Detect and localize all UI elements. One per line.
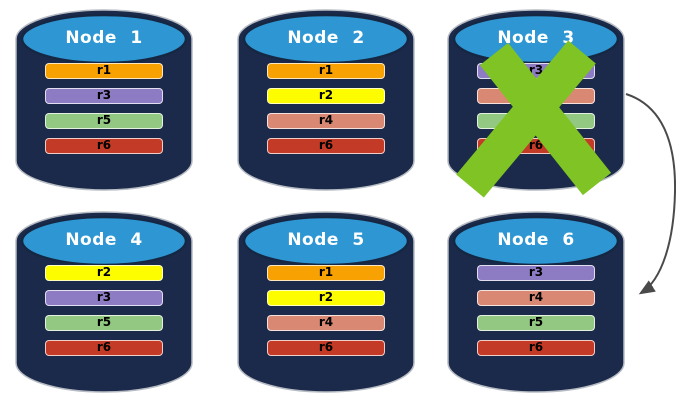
replica-bar-r6: r6 bbox=[267, 340, 385, 356]
replica-list: r1 r3 r5 r6 bbox=[45, 63, 163, 154]
replica-bar-r5: r5 bbox=[477, 315, 595, 331]
db-node-5: Node 5 r1 r2 r4 r6 bbox=[236, 210, 416, 394]
db-node-4: Node 4 r2 r3 r5 r6 bbox=[14, 210, 194, 394]
replica-list: r3 r4 r5 r6 bbox=[477, 63, 595, 154]
replica-bar-r4: r4 bbox=[267, 315, 385, 331]
db-node-2: Node 2 r1 r2 r4 r6 bbox=[236, 8, 416, 192]
replica-list: r3 r4 r5 r6 bbox=[477, 265, 595, 356]
db-node-6: Node 6 r3 r4 r5 r6 bbox=[446, 210, 626, 394]
replica-bar-r5: r5 bbox=[45, 315, 163, 331]
replica-list: r1 r2 r4 r6 bbox=[267, 265, 385, 356]
node-title: Node 5 bbox=[287, 230, 365, 250]
node-title: Node 1 bbox=[65, 28, 143, 48]
node-title: Node 3 bbox=[497, 28, 575, 48]
node-title: Node 4 bbox=[65, 230, 143, 250]
replica-bar-r2: r2 bbox=[267, 88, 385, 104]
replica-bar-r3: r3 bbox=[45, 88, 163, 104]
replica-bar-r4: r4 bbox=[477, 88, 595, 104]
replica-bar-r2: r2 bbox=[267, 290, 385, 306]
failover-arrow-icon bbox=[625, 93, 676, 295]
replica-bar-r6: r6 bbox=[267, 138, 385, 154]
replica-bar-r1: r1 bbox=[267, 265, 385, 281]
replica-bar-r5: r5 bbox=[45, 113, 163, 129]
replica-bar-r1: r1 bbox=[45, 63, 163, 79]
replica-list: r1 r2 r4 r6 bbox=[267, 63, 385, 154]
db-node-1: Node 1 r1 r3 r5 r6 bbox=[14, 8, 194, 192]
replica-bar-r3: r3 bbox=[477, 265, 595, 281]
replica-bar-r6: r6 bbox=[45, 138, 163, 154]
replica-bar-r2: r2 bbox=[45, 265, 163, 281]
replica-list: r2 r3 r5 r6 bbox=[45, 265, 163, 356]
replica-bar-r4: r4 bbox=[267, 113, 385, 129]
replica-bar-r5: r5 bbox=[477, 113, 595, 129]
replica-bar-r3: r3 bbox=[477, 63, 595, 79]
node-title: Node 2 bbox=[287, 28, 365, 48]
node-title: Node 6 bbox=[497, 230, 575, 250]
replica-bar-r1: r1 bbox=[267, 63, 385, 79]
db-node-3: Node 3 r3 r4 r5 r6 bbox=[446, 8, 626, 192]
replica-bar-r3: r3 bbox=[45, 290, 163, 306]
replica-bar-r6: r6 bbox=[477, 340, 595, 356]
replica-bar-r6: r6 bbox=[477, 138, 595, 154]
replica-bar-r6: r6 bbox=[45, 340, 163, 356]
replica-bar-r4: r4 bbox=[477, 290, 595, 306]
